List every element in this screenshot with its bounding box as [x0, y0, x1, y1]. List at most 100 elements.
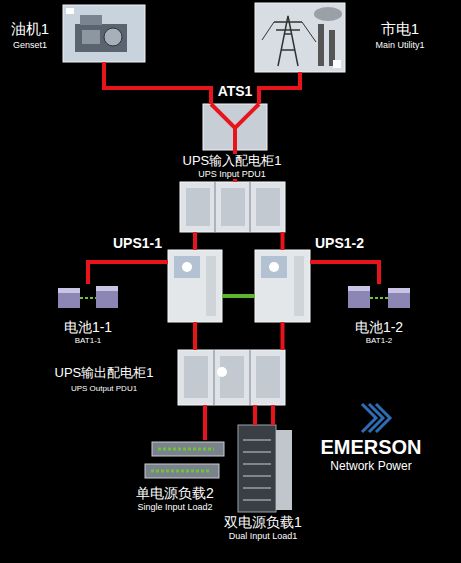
battery-block: [58, 288, 80, 308]
cabinet-divider: [215, 182, 250, 232]
equipment-node: UPS输出配电柜1UPS Output PDU1: [178, 350, 285, 405]
node-heading: 单电源负载2: [135, 485, 215, 501]
ups-panel: [174, 256, 200, 278]
ups-cabinet: [255, 250, 310, 322]
node-subtitle: Single Input Load2: [136, 502, 213, 512]
node-heading: 油机1: [10, 20, 50, 37]
ats-box: [203, 104, 267, 150]
brand-name: EMERSON: [319, 436, 422, 459]
node-subtitle: UPS Output PDU1: [70, 384, 138, 393]
power-cable: [271, 405, 275, 425]
cabinet-grille: [220, 356, 244, 398]
node-heading: UPS输入配电柜1: [182, 154, 283, 169]
equipment-node: 电池1-1BAT1-1: [58, 284, 118, 310]
genset-picture: [63, 5, 145, 62]
cabinet-grille: [221, 188, 245, 226]
power-cable: [253, 405, 257, 425]
power-cable: [193, 322, 197, 350]
load-1-picture: [238, 425, 292, 512]
node-heading: 电池1-1: [63, 319, 113, 335]
battery-top: [58, 288, 80, 293]
power-cable: [203, 405, 207, 440]
cabinet-body: [180, 182, 285, 232]
smoke-cloud: [314, 7, 342, 21]
genset-flywheel: [104, 28, 122, 46]
genset-top: [80, 15, 102, 25]
ups-1-1-picture: [168, 250, 222, 322]
cabinet-grille: [186, 188, 210, 226]
emerson-logo-symbol: [362, 404, 390, 432]
genset-panel: [63, 5, 145, 62]
ups-door: [294, 256, 304, 316]
battery-1-2-picture: [348, 286, 410, 308]
genset-engine: [75, 24, 127, 52]
power-cable: [104, 62, 211, 104]
ups-door: [206, 256, 216, 316]
power-cable: [281, 232, 285, 250]
equipment-node: UPS输入配电柜1UPS Input PDU1: [180, 182, 285, 232]
node-heading: 电池1-2: [354, 319, 404, 335]
equipment-node: 单电源负载2Single Input Load2: [145, 440, 225, 482]
equipment-node: ATS1: [203, 104, 267, 150]
equipment-node: UPS1-1: [168, 250, 222, 322]
equipment-node: 市电1Main Utility1: [255, 3, 345, 72]
node-heading: 双电源负载1: [223, 514, 303, 530]
load-2-picture: [145, 442, 224, 478]
output-pdu-picture: [178, 350, 285, 405]
battery-block: [96, 286, 118, 308]
battery-top: [96, 286, 118, 291]
node-subtitle: UPS Input PDU1: [197, 169, 267, 179]
node-subtitle: BAT1-1: [74, 336, 103, 345]
switch-ports: [151, 449, 214, 471]
battery-link: [370, 297, 388, 299]
cabinet-grille: [184, 356, 208, 398]
genset-corner: [66, 8, 74, 14]
cabinet-body: [178, 350, 285, 405]
brand-tagline: Network Power: [329, 460, 412, 474]
cabinet-divider: [214, 350, 250, 405]
power-cable: [259, 72, 300, 104]
node-heading: 市电1: [380, 20, 420, 37]
ats-picture: [203, 104, 267, 150]
ats-switch-symbol: [211, 104, 259, 150]
battery-top: [388, 288, 410, 293]
node-subtitle: Genset1: [12, 40, 48, 50]
node-subtitle: BAT1-2: [365, 336, 394, 345]
ups-1-2-picture: [255, 250, 310, 322]
node-heading: UPS输出配电柜1: [54, 366, 155, 381]
equipment-node: 双电源负载1Dual Input Load1: [235, 425, 292, 512]
power-cable: [88, 262, 168, 284]
node-heading: UPS1-1: [112, 235, 163, 251]
chimney: [318, 24, 324, 66]
parallel-link: [222, 294, 255, 298]
equipment-node: UPS1-2: [255, 250, 310, 322]
node-subtitle: Main Utility1: [374, 40, 425, 50]
ups-display: [182, 262, 192, 272]
utility-corner: [333, 60, 341, 68]
ups-cabinet: [168, 250, 222, 322]
power-cable: [281, 322, 285, 350]
logo-strokes: [362, 404, 390, 432]
pylon-symbol: [274, 16, 302, 66]
power-cable: [193, 232, 197, 250]
battery-link: [80, 297, 96, 299]
genset-block: [82, 30, 100, 44]
power-cable: [310, 262, 379, 284]
equipment-node: 电池1-2BAT1-2: [348, 284, 410, 310]
input-pdu-picture: [180, 182, 285, 232]
rack-front: [238, 425, 276, 512]
node-subtitle: Dual Input Load1: [228, 531, 299, 541]
node-heading: ATS1: [217, 83, 254, 99]
rack-side: [276, 430, 292, 510]
equipment-node: 油机1Genset1: [63, 5, 145, 62]
power-wire: [262, 22, 316, 42]
battery-block: [388, 288, 410, 308]
ups-display: [269, 262, 279, 272]
cabinet-meter: [217, 367, 227, 377]
utility-panel: [255, 3, 345, 72]
rack-vents: [243, 440, 271, 500]
ups-panel: [261, 256, 287, 278]
utility-picture: [255, 3, 345, 72]
cabinet-grille: [256, 188, 280, 226]
node-heading: UPS1-2: [314, 235, 365, 251]
